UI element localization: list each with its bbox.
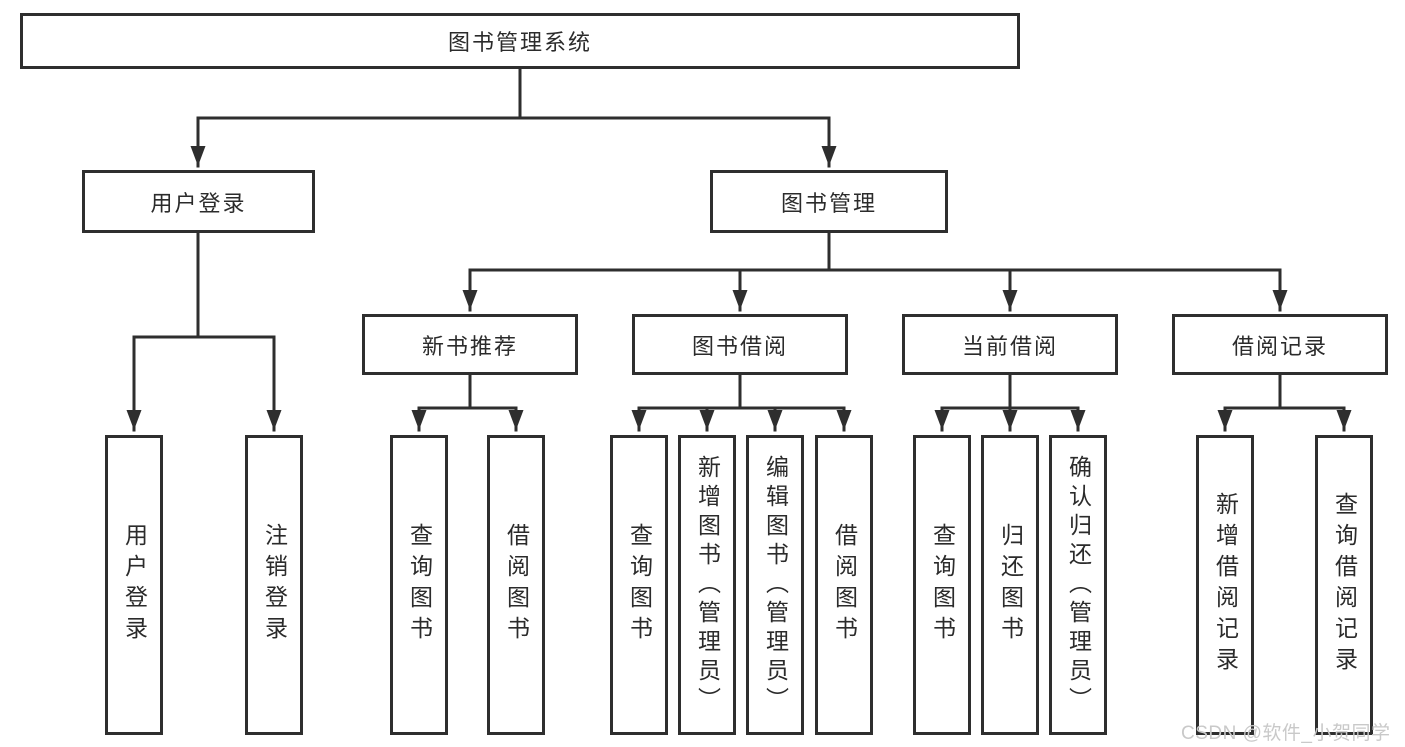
node-library-management-system: 图书管理系统 [20,13,1020,69]
node-borrowing-records: 借阅记录 [1172,314,1388,375]
leaf-query-books-recommend: 查询图书 [390,435,448,735]
leaf-add-book-admin: 新增图书（管理员） [678,435,736,735]
node-book-management: 图书管理 [710,170,948,233]
leaf-query-books-borrowing: 查询图书 [610,435,668,735]
leaf-user-login: 用户登录 [105,435,163,735]
node-new-book-recommendation: 新书推荐 [362,314,578,375]
node-user-login: 用户登录 [82,170,315,233]
leaf-borrow-books-borrowing: 借阅图书 [815,435,873,735]
node-current-borrowing: 当前借阅 [902,314,1118,375]
leaf-return-books: 归还图书 [981,435,1039,735]
leaf-query-borrow-record: 查询借阅记录 [1315,435,1373,735]
leaf-borrow-books-recommend: 借阅图书 [487,435,545,735]
leaf-query-books-current: 查询图书 [913,435,971,735]
node-book-borrowing: 图书借阅 [632,314,848,375]
leaf-edit-book-admin: 编辑图书（管理员） [746,435,804,735]
csdn-watermark: CSDN @软件_小贺同学 [1181,723,1391,744]
leaf-logout: 注销登录 [245,435,303,735]
leaf-add-borrow-record: 新增借阅记录 [1196,435,1254,735]
leaf-confirm-return-admin: 确认归还（管理员） [1049,435,1107,735]
